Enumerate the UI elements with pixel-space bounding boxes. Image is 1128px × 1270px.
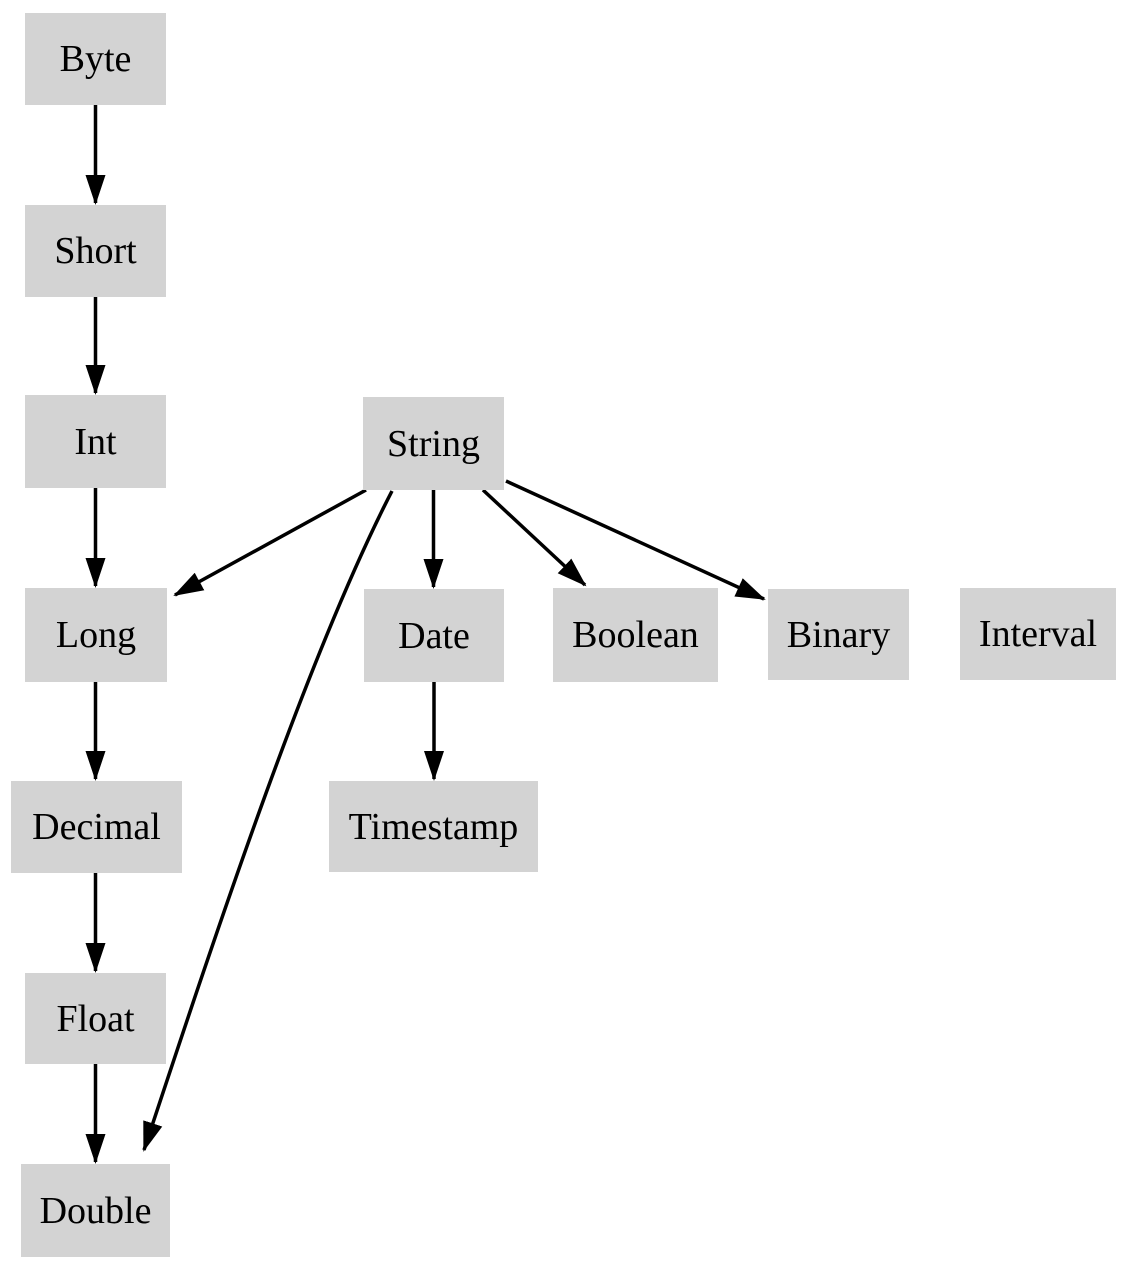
node-decimal: Decimal: [11, 781, 182, 873]
node-date: Date: [364, 589, 504, 682]
edge-string-boolean: [481, 488, 587, 587]
node-long: Long: [25, 588, 167, 682]
node-float: Float: [25, 973, 166, 1064]
node-boolean: Boolean: [553, 588, 718, 682]
node-interval: Interval: [960, 588, 1116, 680]
edge-string-binary: [505, 479, 766, 601]
node-byte: Byte: [25, 13, 166, 105]
edge-string-double: [142, 490, 394, 1152]
node-int: Int: [25, 395, 166, 488]
node-timestamp: Timestamp: [329, 781, 538, 872]
edge-string-long: [173, 488, 367, 597]
node-string: String: [363, 397, 504, 490]
node-short: Short: [25, 205, 166, 297]
node-binary: Binary: [768, 589, 909, 680]
node-double: Double: [21, 1164, 170, 1257]
